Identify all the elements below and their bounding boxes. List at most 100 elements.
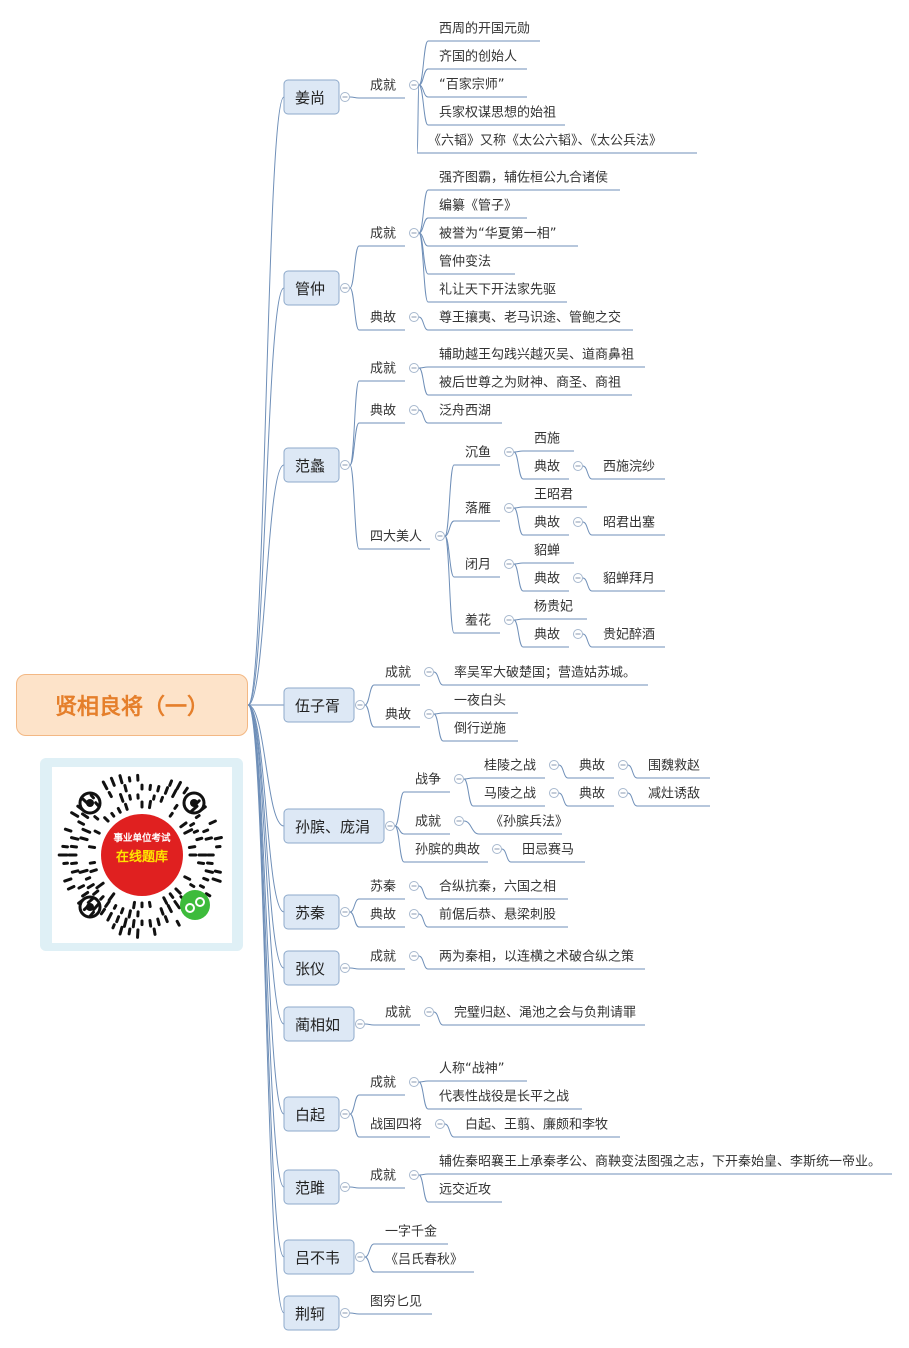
branch-label[interactable]: 成就: [385, 666, 411, 681]
collapse-toggle-icon[interactable]: [618, 760, 628, 770]
branch-label[interactable]: 典故: [534, 516, 560, 531]
collapse-toggle-icon[interactable]: [355, 1019, 365, 1029]
branch-label[interactable]: 西施浣纱: [603, 460, 655, 475]
collapse-toggle-icon[interactable]: [504, 503, 514, 513]
topic-node[interactable]: 伍子胥: [283, 687, 355, 723]
branch-label[interactable]: 桂陵之战: [484, 759, 536, 774]
branch-label[interactable]: 成就: [370, 1169, 396, 1184]
branch-label[interactable]: 成就: [385, 1006, 411, 1021]
branch-label[interactable]: 羞花: [465, 613, 491, 629]
branch-label[interactable]: 被誉为“华夏第一相”: [439, 227, 556, 242]
collapse-toggle-icon[interactable]: [340, 963, 350, 973]
branch-label[interactable]: 典故: [534, 572, 560, 587]
branch-label[interactable]: 成就: [370, 950, 396, 965]
branch-label[interactable]: 代表性战役是长平之战: [439, 1090, 569, 1105]
branch-label[interactable]: 辅助越王勾践兴越灭吴、道商鼻祖: [439, 347, 634, 363]
collapse-toggle-icon[interactable]: [355, 700, 365, 710]
branch-label[interactable]: 王昭君: [534, 488, 573, 503]
branch-label[interactable]: 昭君出塞: [603, 515, 655, 531]
collapse-toggle-icon[interactable]: [549, 760, 559, 770]
collapse-toggle-icon[interactable]: [492, 844, 502, 854]
collapse-toggle-icon[interactable]: [435, 1119, 445, 1129]
branch-label[interactable]: 人称“战神”: [439, 1062, 504, 1077]
branch-label[interactable]: 一夜白头: [454, 693, 506, 709]
branch-label[interactable]: 成就: [370, 227, 396, 242]
branch-label[interactable]: 孙膑的典故: [415, 842, 480, 858]
collapse-toggle-icon[interactable]: [618, 788, 628, 798]
collapse-toggle-icon[interactable]: [573, 573, 583, 583]
branch-label[interactable]: 闭月: [465, 558, 491, 573]
collapse-toggle-icon[interactable]: [355, 1252, 365, 1262]
topic-node[interactable]: 姜尚: [283, 79, 340, 115]
collapse-toggle-icon[interactable]: [340, 283, 350, 293]
collapse-toggle-icon[interactable]: [340, 1308, 350, 1318]
collapse-toggle-icon[interactable]: [409, 405, 419, 415]
collapse-toggle-icon[interactable]: [573, 629, 583, 639]
collapse-toggle-icon[interactable]: [340, 1109, 350, 1119]
branch-label[interactable]: 两为秦相，以连横之术破合纵之策: [439, 949, 634, 965]
branch-label[interactable]: 典故: [370, 404, 396, 419]
branch-label[interactable]: 前倨后恭、悬梁刺股: [439, 907, 556, 923]
branch-label[interactable]: 围魏救赵: [648, 758, 700, 774]
topic-node[interactable]: 蔺相如: [283, 1006, 355, 1042]
branch-label[interactable]: 苏秦: [370, 879, 396, 895]
branch-label[interactable]: “百家宗师”: [439, 77, 504, 93]
branch-label[interactable]: 四大美人: [370, 530, 422, 545]
branch-label[interactable]: 典故: [534, 628, 560, 643]
branch-label[interactable]: 貂蝉: [534, 544, 560, 559]
branch-label[interactable]: 《吕氏春秋》: [385, 1253, 463, 1268]
collapse-toggle-icon[interactable]: [424, 667, 434, 677]
collapse-toggle-icon[interactable]: [409, 363, 419, 373]
collapse-toggle-icon[interactable]: [409, 80, 419, 90]
branch-label[interactable]: 杨贵妃: [534, 600, 573, 615]
collapse-toggle-icon[interactable]: [424, 709, 434, 719]
branch-label[interactable]: 貂蝉拜月: [603, 572, 655, 587]
branch-label[interactable]: 战争: [415, 773, 441, 788]
branch-label[interactable]: 落雁: [465, 502, 491, 517]
collapse-toggle-icon[interactable]: [409, 1170, 419, 1180]
branch-label[interactable]: 典故: [370, 311, 396, 326]
branch-label[interactable]: 率吴军大破楚国；营造姑苏城。: [454, 665, 636, 681]
branch-label[interactable]: 战国四将: [370, 1118, 422, 1133]
branch-label[interactable]: 典故: [370, 908, 396, 923]
collapse-toggle-icon[interactable]: [409, 909, 419, 919]
branch-label[interactable]: 马陵之战: [484, 787, 536, 802]
branch-label[interactable]: 被后世尊之为财神、商圣、商祖: [439, 375, 621, 391]
topic-node[interactable]: 管仲: [283, 270, 340, 306]
branch-label[interactable]: 辅佐秦昭襄王上承秦孝公、商鞅变法图强之志，下开秦始皇、李斯统一帝业。: [439, 1154, 881, 1170]
collapse-toggle-icon[interactable]: [573, 461, 583, 471]
branch-label[interactable]: 典故: [579, 787, 605, 802]
branch-label[interactable]: 典故: [385, 708, 411, 723]
collapse-toggle-icon[interactable]: [549, 788, 559, 798]
collapse-toggle-icon[interactable]: [454, 774, 464, 784]
branch-label[interactable]: 减灶诱敌: [648, 787, 700, 802]
branch-label[interactable]: 尊王攘夷、老马识途、管鲍之交: [439, 310, 621, 326]
collapse-toggle-icon[interactable]: [409, 228, 419, 238]
branch-label[interactable]: 西周的开国元勋: [439, 21, 530, 37]
branch-label[interactable]: 远交近攻: [439, 1182, 491, 1198]
collapse-toggle-icon[interactable]: [409, 881, 419, 891]
branch-label[interactable]: 倒行逆施: [454, 721, 506, 737]
topic-node[interactable]: 荆轲: [283, 1295, 340, 1331]
collapse-toggle-icon[interactable]: [340, 92, 350, 102]
collapse-toggle-icon[interactable]: [409, 1077, 419, 1087]
branch-label[interactable]: 成就: [370, 362, 396, 377]
branch-label[interactable]: 兵家权谋思想的始祖: [439, 105, 556, 121]
topic-node[interactable]: 白起: [283, 1096, 340, 1132]
collapse-toggle-icon[interactable]: [454, 816, 464, 826]
collapse-toggle-icon[interactable]: [573, 517, 583, 527]
collapse-toggle-icon[interactable]: [340, 1182, 350, 1192]
collapse-toggle-icon[interactable]: [409, 312, 419, 322]
topic-node[interactable]: 孙膑、庞涓: [283, 808, 385, 844]
collapse-toggle-icon[interactable]: [435, 531, 445, 541]
collapse-toggle-icon[interactable]: [385, 821, 395, 831]
collapse-toggle-icon[interactable]: [340, 907, 350, 917]
branch-label[interactable]: 白起、王翦、廉颇和李牧: [465, 1117, 608, 1133]
topic-node[interactable]: 范雎: [283, 1169, 340, 1205]
branch-label[interactable]: 西施: [534, 432, 560, 447]
branch-label[interactable]: 典故: [534, 460, 560, 475]
branch-label[interactable]: 管仲变法: [439, 254, 491, 270]
topic-node[interactable]: 苏秦: [283, 894, 340, 930]
topic-node[interactable]: 吕不韦: [283, 1239, 355, 1275]
branch-label[interactable]: 《六韬》又称《太公六韬》、《太公兵法》: [428, 134, 662, 149]
